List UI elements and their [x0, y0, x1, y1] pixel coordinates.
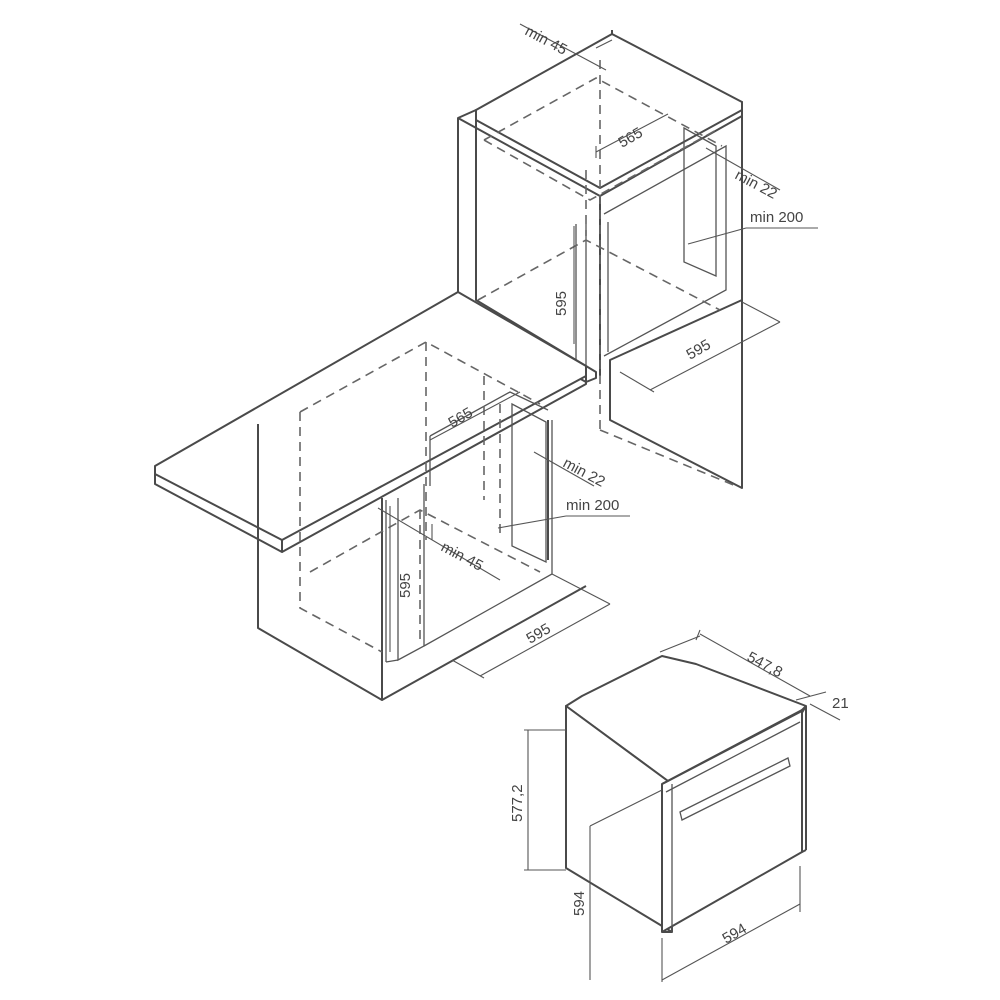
lower-min-gap-label: min 45: [438, 539, 486, 575]
oven-depth-label: 547,8: [744, 649, 785, 682]
lower-vent-gap-label: min 200: [566, 497, 619, 514]
oven-width-label: 594: [720, 920, 750, 947]
oven-handle[interactable]: [679, 757, 791, 821]
oven-door-thickness-label: 21: [832, 695, 849, 712]
upper-niche-edge: [603, 144, 727, 357]
lower-niche-height-label: 595: [397, 573, 414, 598]
oven-body-height-label: 577,2: [509, 784, 526, 822]
upper-vent-slot: [683, 126, 717, 277]
lower-vent-slot: [511, 402, 547, 564]
upper-niche-height-label: 595: [553, 291, 570, 316]
upper-cabinet-top: [475, 33, 743, 189]
lower-niche-width-label: 595: [524, 620, 554, 647]
lower-side-gap-label: min 22: [560, 455, 608, 491]
lower-niche-edge: [397, 484, 425, 662]
countertop: [154, 291, 587, 553]
oven: [565, 655, 807, 933]
upper-side-gap-label: min 22: [732, 167, 780, 203]
upper-min-top-gap-label: min 45: [522, 23, 570, 59]
oven-total-height-label: 594: [571, 891, 588, 916]
lower-cabinet-outline: [257, 424, 383, 701]
dimension-lines: [377, 23, 841, 982]
upper-vent-gap-label: min 200: [750, 209, 803, 226]
